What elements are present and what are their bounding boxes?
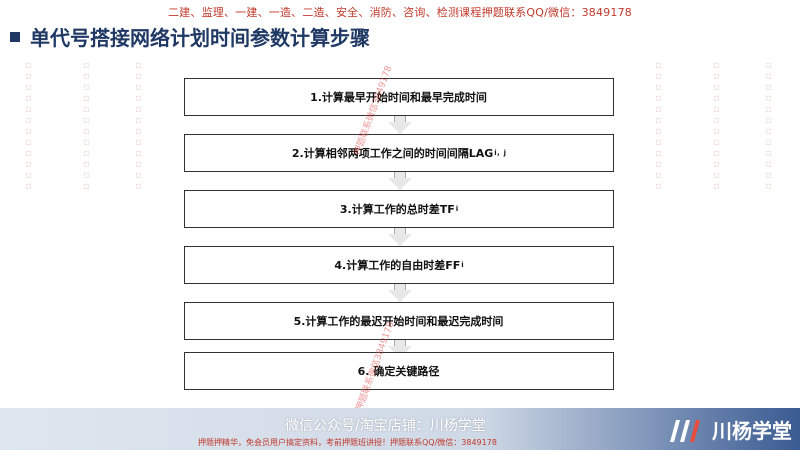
footer-notice: 押题押精华，免会员用户搞定资料，考前押题班讲授！押题联系QQ/微信：384917… (198, 438, 497, 447)
footer-band (0, 408, 800, 450)
down-arrow-icon (388, 234, 412, 246)
down-arrow-icon (388, 290, 412, 302)
top-notice-banner: 二建、监理、一建、一造、二造、安全、消防、咨询、检测课程押题联系QQ/微信：38… (167, 6, 632, 19)
right-watermark: ▫▫▫▫▫▫▫▫▫▫▫▫ (711, 60, 722, 192)
arrow-icon (394, 340, 406, 346)
step-box-6: 6. 确定关键路径 (184, 352, 614, 390)
footer-main-text: 微信公众号/淘宝店铺：川杨学堂 (285, 418, 486, 434)
step-subscript: i，j (494, 149, 507, 157)
down-arrow-icon (388, 122, 412, 134)
arrow-icon (394, 228, 406, 234)
right-watermark: ▫▫▫▫▫▫▫▫▫▫▫▫ (653, 60, 664, 192)
arrow-icon (394, 116, 406, 122)
step-text: 3.计算工作的总时差TF (339, 203, 455, 216)
arrow-icon (394, 284, 406, 290)
step-subscript: i (461, 261, 464, 269)
brand-logo: 川杨学堂 (666, 415, 792, 444)
arrow-icon (394, 172, 406, 178)
square-bullet-icon (10, 31, 20, 42)
step-box-1: 1.计算最早开始时间和最早完成时间 (184, 78, 614, 116)
slide-title: 单代号搭接网络计划时间参数计算步骤 (10, 22, 370, 51)
slide-title-text: 单代号搭接网络计划时间参数计算步骤 (30, 26, 370, 50)
step-text: 2.计算相邻两项工作之间的时间间隔LAG (291, 147, 494, 160)
step-box-5: 5.计算工作的最迟开始时间和最迟完成时间 (184, 302, 614, 340)
step-text: 1.计算最早开始时间和最早完成时间 (310, 91, 487, 104)
step-subscript: i (455, 205, 459, 213)
step-text: 6. 确定关键路径 (357, 365, 440, 378)
step-text: 5.计算工作的最迟开始时间和最迟完成时间 (293, 315, 504, 328)
brand-name: 川杨学堂 (712, 419, 792, 443)
right-watermark: ▫▫▫▫▫▫▫▫▫▫▫▫ (763, 60, 774, 192)
left-watermark: ▫▫▫▫▫▫▫▫▫▫▫▫ (81, 60, 92, 192)
left-watermark: ▫▫▫▫▫▫▫▫▫▫▫▫ (23, 60, 34, 192)
brand-logo-icon (670, 419, 700, 442)
step-text: 4.计算工作的自由时差FF (334, 259, 461, 272)
down-arrow-icon (388, 178, 412, 190)
left-watermark: ▫▫▫▫▫▫▫▫▫▫▫▫ (133, 60, 144, 192)
